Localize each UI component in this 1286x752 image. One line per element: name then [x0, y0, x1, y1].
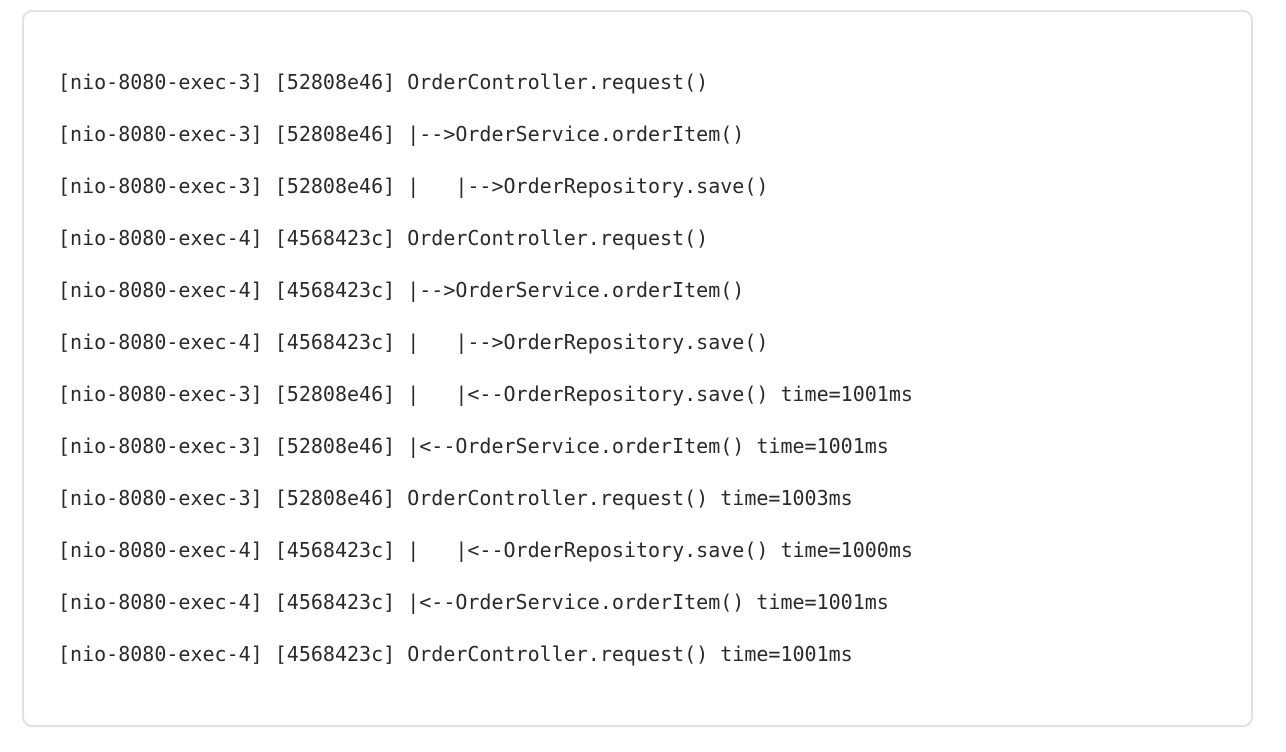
log-line: [nio-8080-exec-4] [4568423c] |<--OrderSe…	[58, 590, 889, 614]
log-line: [nio-8080-exec-4] [4568423c] OrderContro…	[58, 226, 709, 250]
log-line: [nio-8080-exec-4] [4568423c] | |<--Order…	[58, 538, 913, 562]
log-code-block: [nio-8080-exec-3] [52808e46] OrderContro…	[22, 10, 1253, 727]
log-line: [nio-8080-exec-4] [4568423c] |-->OrderSe…	[58, 278, 745, 302]
log-line: [nio-8080-exec-4] [4568423c] OrderContro…	[58, 642, 853, 666]
log-line: [nio-8080-exec-3] [52808e46] |-->OrderSe…	[58, 122, 745, 146]
log-line: [nio-8080-exec-3] [52808e46] OrderContro…	[58, 70, 709, 94]
trace-log-output: [nio-8080-exec-3] [52808e46] OrderContro…	[58, 56, 1217, 680]
log-line: [nio-8080-exec-3] [52808e46] |<--OrderSe…	[58, 434, 889, 458]
log-line: [nio-8080-exec-4] [4568423c] | |-->Order…	[58, 330, 769, 354]
log-line: [nio-8080-exec-3] [52808e46] OrderContro…	[58, 486, 853, 510]
log-line: [nio-8080-exec-3] [52808e46] | |<--Order…	[58, 382, 913, 406]
log-line: [nio-8080-exec-3] [52808e46] | |-->Order…	[58, 174, 769, 198]
